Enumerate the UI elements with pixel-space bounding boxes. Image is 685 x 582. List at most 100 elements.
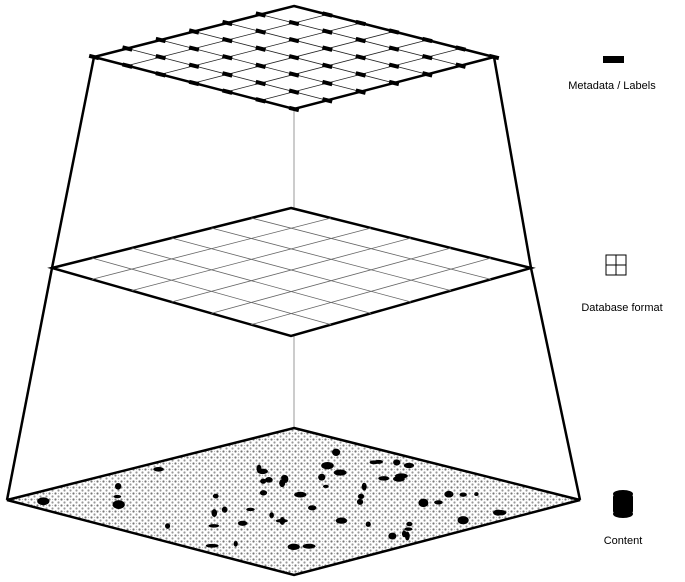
content-plane (6, 426, 581, 577)
content-blob (260, 478, 267, 484)
content-blob (153, 467, 164, 472)
label-mark (255, 62, 267, 69)
content-blob (294, 491, 307, 498)
content-layer (6, 426, 581, 577)
content-blob (37, 497, 50, 506)
grid-line (91, 257, 332, 326)
content-blob (393, 459, 401, 466)
content-blob (395, 473, 408, 479)
label-mark (288, 19, 300, 27)
legend-label-database: Database format (581, 302, 663, 314)
left-edge-lower (5, 267, 54, 501)
frustum-edges (5, 56, 582, 501)
content-blob (457, 516, 469, 525)
label-mark (321, 45, 333, 52)
database-grid (91, 217, 492, 326)
label-mark (388, 45, 400, 52)
content-blob (113, 494, 122, 499)
content-blob (221, 506, 228, 513)
content-blob (374, 459, 383, 464)
label-mark (255, 45, 267, 52)
label-mark (188, 79, 200, 87)
metadata-marks (88, 11, 500, 113)
legend-icons (603, 56, 633, 518)
content-blob (211, 509, 218, 517)
content-blob (365, 521, 371, 527)
label-mark (255, 28, 267, 35)
label-mark (221, 54, 233, 61)
label-mark (388, 28, 400, 35)
content-blob (474, 492, 479, 496)
metadata-layer (88, 4, 500, 113)
content-blob (302, 543, 316, 549)
content-blob (356, 498, 364, 505)
label-mark (355, 88, 367, 95)
content-blob (308, 505, 317, 511)
label-mark (88, 53, 100, 61)
label-mark (288, 71, 300, 78)
label-mark (221, 88, 233, 95)
label-mark (288, 105, 300, 113)
legend-label-content: Content (603, 535, 643, 547)
content-blob (265, 477, 273, 483)
content-blob (357, 493, 365, 500)
label-mark (355, 71, 367, 78)
content-blob (318, 473, 326, 481)
label-mark (388, 79, 400, 87)
label-mark (288, 54, 300, 61)
content-blobs (37, 448, 507, 550)
right-edge-lower (529, 267, 582, 501)
label-mark (221, 36, 233, 44)
label-mark (255, 97, 267, 104)
label-mark (321, 28, 333, 35)
label-mark (188, 28, 200, 35)
label-mark (488, 53, 500, 61)
content-blob (212, 493, 219, 499)
label-mark (321, 79, 333, 87)
label-mark (255, 11, 267, 18)
label-mark (255, 79, 267, 87)
content-blob (418, 498, 429, 508)
label-mark (155, 71, 167, 78)
content-blob (459, 492, 467, 497)
label-mark (355, 54, 367, 61)
label-mark (221, 71, 233, 78)
label-mark (188, 45, 200, 52)
content-blob (323, 484, 329, 489)
label-mark (421, 36, 433, 44)
label-mark (155, 36, 167, 44)
content-blob (269, 512, 274, 519)
label-mark (421, 53, 433, 61)
label-mark (455, 45, 467, 52)
content-blob (321, 461, 334, 470)
content-blob (257, 468, 268, 475)
content-blob (208, 524, 220, 528)
grid-icon (605, 254, 627, 276)
content-blob (205, 543, 219, 548)
content-blob (404, 527, 413, 531)
content-blob (403, 462, 415, 469)
content-blob (114, 482, 122, 490)
content-blob (335, 517, 348, 524)
content-blob (332, 448, 341, 457)
content-blob (493, 509, 504, 516)
database-layer (47, 206, 536, 338)
label-mark (288, 88, 300, 95)
label-mark (155, 53, 167, 61)
right-edge-upper (492, 56, 533, 269)
content-blob (287, 543, 300, 550)
label-mark (121, 62, 133, 69)
content-blob (279, 479, 286, 488)
content-blob (112, 500, 125, 509)
content-blob (406, 521, 413, 527)
dash-icon (603, 56, 624, 63)
legend-label-metadata: Metadata / Labels (568, 80, 656, 92)
content-blob (333, 469, 347, 476)
content-blob (444, 490, 454, 498)
content-blob (165, 523, 171, 529)
content-blob (233, 540, 238, 547)
label-mark (388, 62, 400, 69)
content-blob (434, 500, 443, 505)
content-blob (378, 476, 390, 481)
